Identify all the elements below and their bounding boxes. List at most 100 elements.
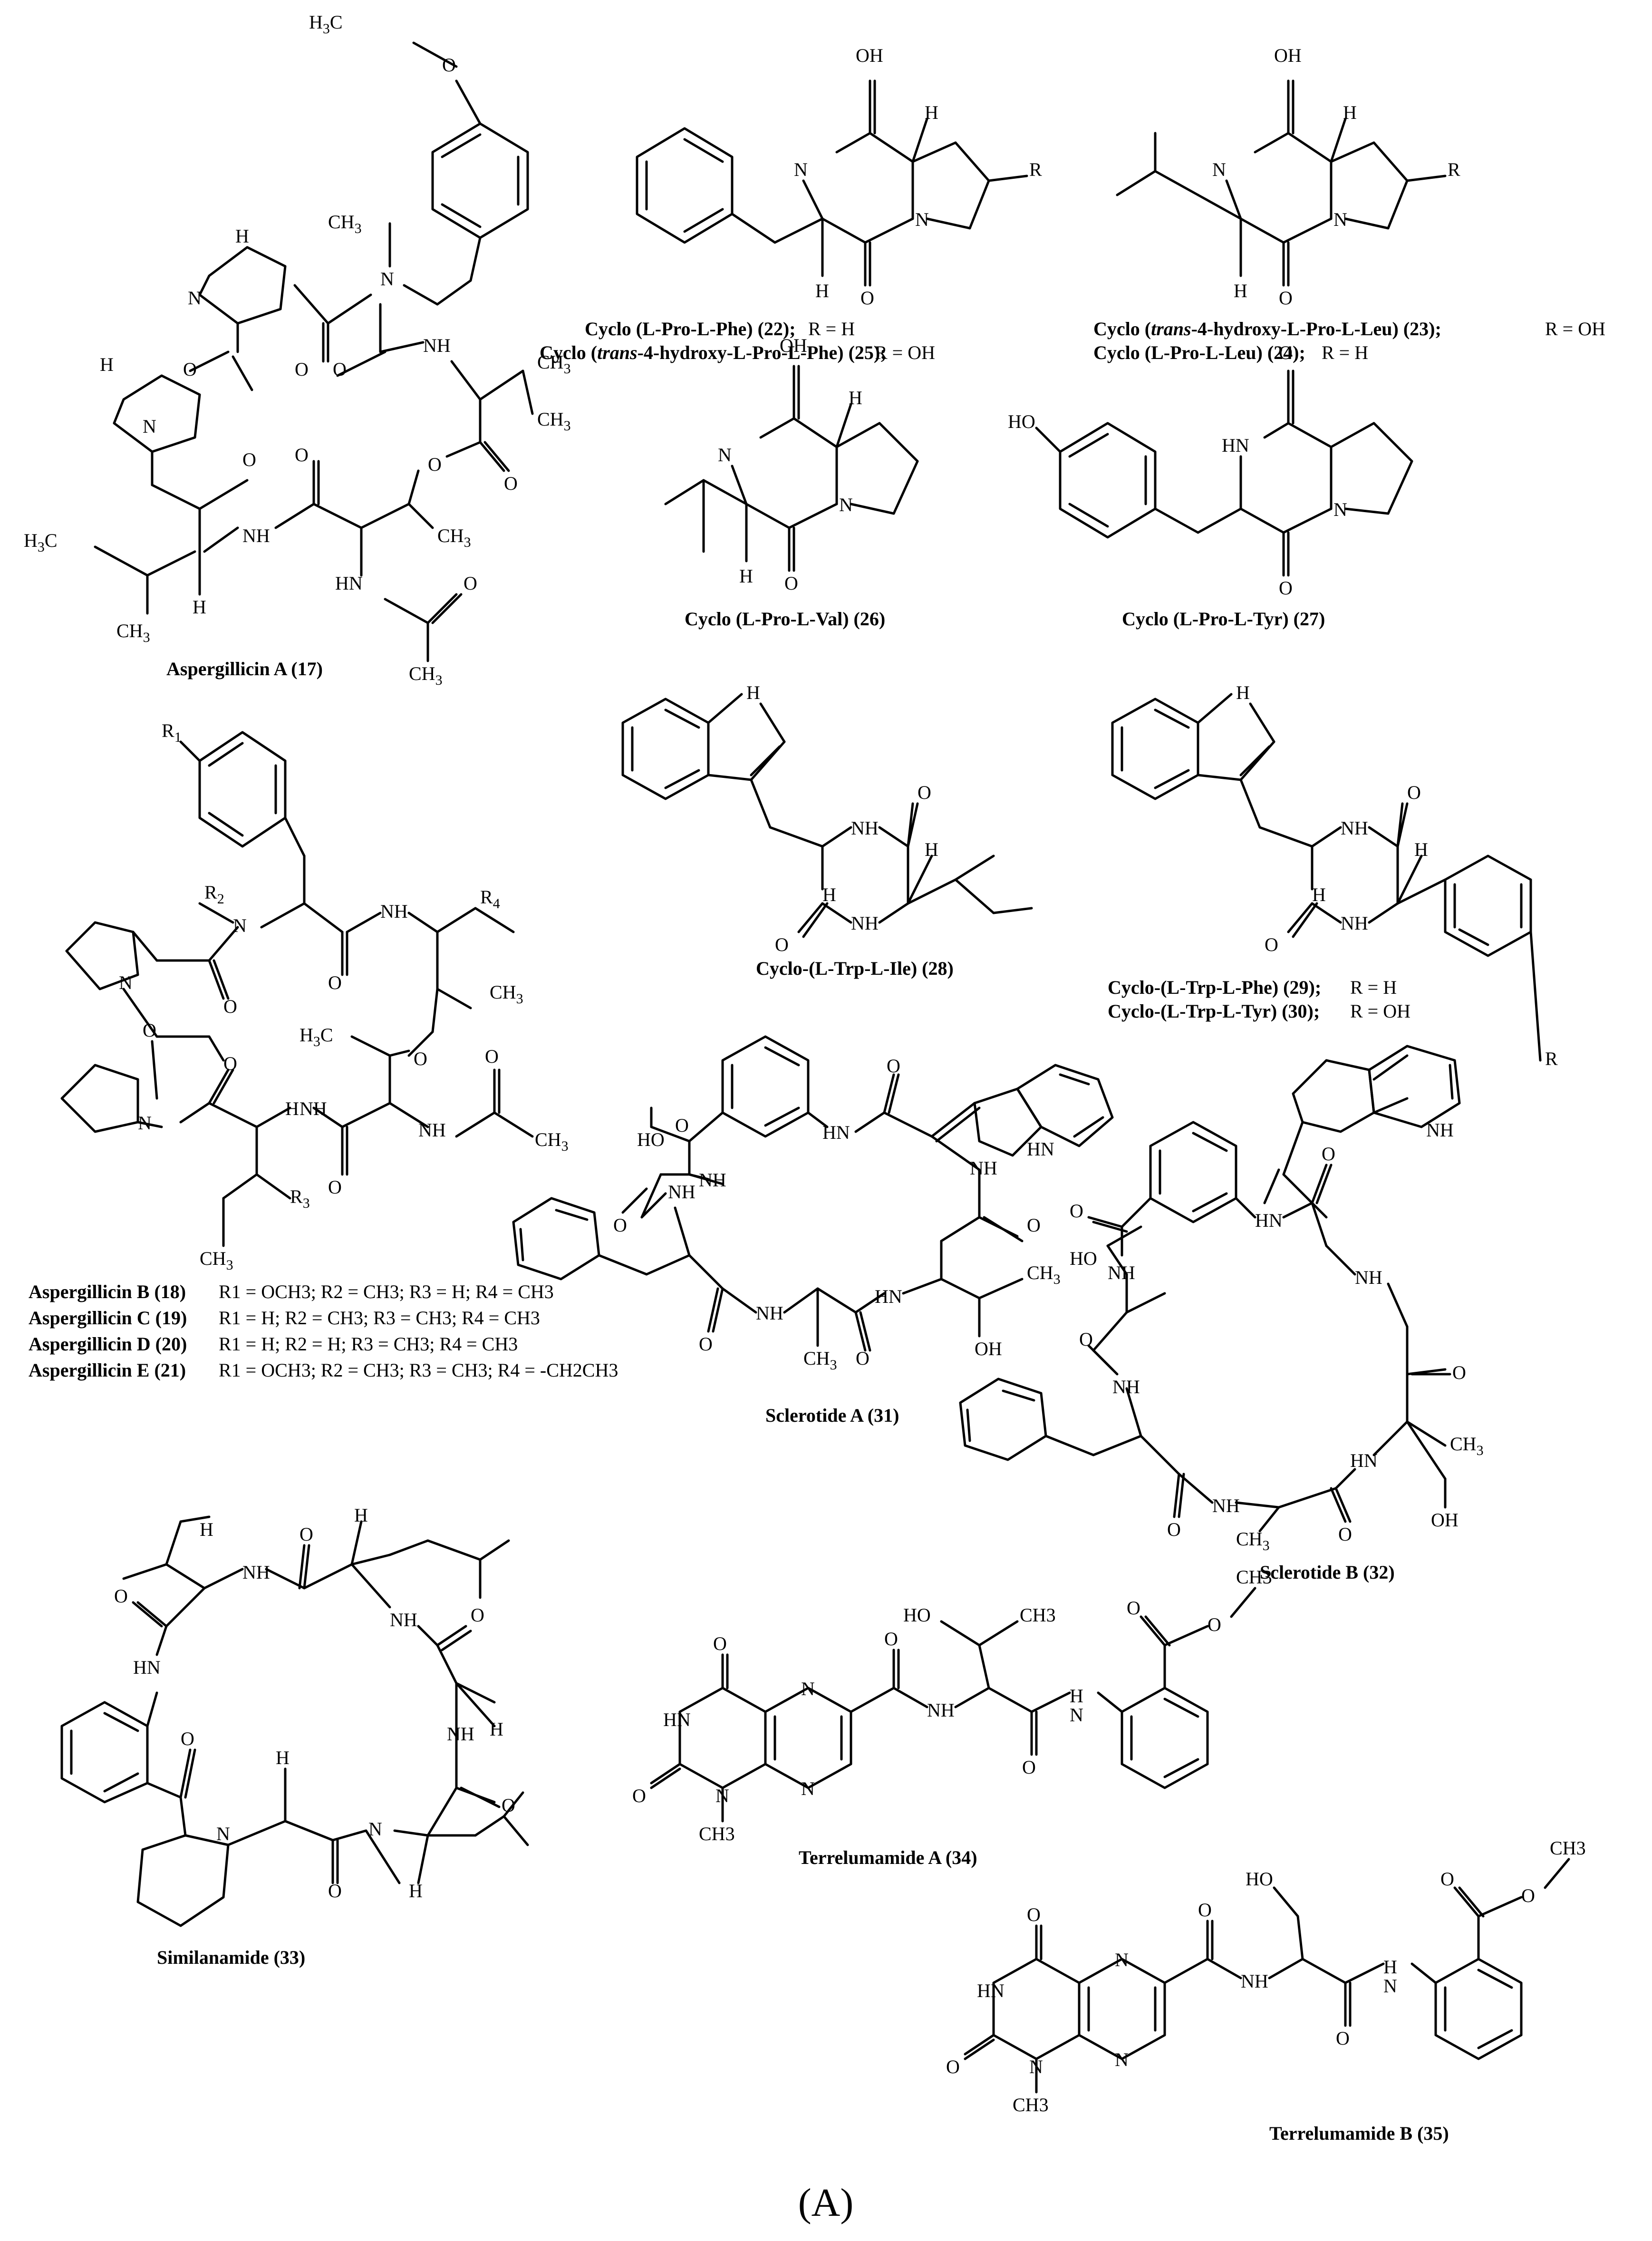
atom-label: O	[1027, 1904, 1041, 1925]
atom-label: NH	[970, 1157, 997, 1179]
atom-label: H	[1234, 280, 1247, 301]
atom-label: O	[414, 1048, 427, 1069]
atom-label: OH	[1274, 45, 1302, 66]
atom-label: NH	[423, 335, 451, 356]
structure-cyclo-pro-leu: OH H N N R H O Cyclo (trans-4-hydroxy-L-…	[1093, 45, 1605, 363]
compound-name: Sclerotide B (32)	[1260, 1562, 1395, 1583]
atom-label: N	[718, 444, 732, 466]
atom-label: CH3	[1027, 1262, 1061, 1287]
atom-label: H	[1070, 1685, 1083, 1707]
atom-label: H	[1312, 884, 1326, 905]
compound-note: R = H	[1350, 977, 1397, 998]
atom-label: O	[1322, 1143, 1335, 1164]
atom-label: O	[632, 1785, 646, 1806]
compound-note: R = OH	[1545, 318, 1605, 340]
atom-label: CH3	[200, 1248, 233, 1273]
atom-label: O	[1338, 1523, 1352, 1545]
atom-label: NH	[1241, 1970, 1268, 1992]
compound-name: Aspergillicin A (17)	[166, 658, 323, 679]
atom-label: O	[333, 359, 347, 380]
atom-label: H	[276, 1747, 290, 1768]
compound-name: Cyclo-(L-Trp-L-Ile) (28)	[756, 958, 954, 979]
compound-note: R1 = OCH3; R2 = CH3; R3 = CH3; R4 = -CH2…	[219, 1359, 618, 1381]
atom-label: N	[143, 416, 156, 437]
atom-label: O	[295, 444, 309, 466]
compound-name: Cyclo (L-Pro-L-Val) (26)	[685, 608, 885, 630]
atom-label: O	[1279, 287, 1293, 309]
atom-label: NH	[242, 525, 270, 546]
atom-label: N	[794, 159, 808, 180]
atom-label: O	[1521, 1885, 1535, 1906]
atom-label: HN	[663, 1709, 691, 1730]
atom-label: O	[1127, 1597, 1140, 1619]
atom-label: O	[1452, 1362, 1466, 1383]
atom-label: CH3	[1020, 1604, 1056, 1626]
atom-label: N	[715, 1785, 729, 1806]
atom-label: H	[235, 225, 249, 247]
compound-name: Aspergillicin B (18)	[29, 1281, 186, 1302]
structure-terrelumamide-a: O HN O N CH3 N N O NH HO CH3 O H N O O C…	[632, 1566, 1272, 1868]
atom-label: O	[502, 1795, 515, 1816]
atom-label: NH	[1426, 1119, 1454, 1141]
compound-note: R = H	[808, 318, 855, 340]
atom-label: NH	[447, 1723, 474, 1745]
atom-label: O	[884, 1628, 898, 1649]
atom-label: HN	[133, 1657, 161, 1678]
atom-label: O	[1279, 577, 1293, 599]
atom-label: O	[328, 972, 342, 993]
atom-label: H	[925, 102, 938, 123]
atom-label: O	[328, 1176, 342, 1198]
atom-label: CH3	[328, 211, 362, 236]
atom-label: HN	[1255, 1210, 1283, 1231]
atom-label: H	[409, 1880, 423, 1901]
atom-label: NH	[851, 912, 879, 934]
compound-name: Aspergillicin D (20)	[29, 1333, 187, 1355]
compound-name: Similanamide (33)	[157, 1947, 305, 1968]
atom-label: H	[200, 1519, 213, 1540]
atom-label: H	[822, 884, 836, 905]
atom-label: NH	[927, 1699, 955, 1721]
atom-label: N	[368, 1818, 382, 1840]
atom-label: N	[1029, 2056, 1043, 2077]
atom-label: CH3	[1236, 1566, 1272, 1588]
atom-label: R	[1029, 159, 1042, 180]
atom-label: HN	[977, 1980, 1005, 2001]
atom-label: CH3	[437, 525, 471, 550]
atom-label: OH	[856, 45, 883, 66]
atom-label: H3C	[24, 530, 58, 555]
compound-note: R1 = H; R2 = CH3; R3 = CH3; R4 = CH3	[219, 1307, 540, 1329]
atom-label: O	[1440, 1868, 1454, 1890]
atom-label: O	[464, 572, 477, 594]
structure-aspergillicin-a: H3C O CH3 N H N O O O H N O O NH O O CH3…	[24, 11, 571, 688]
atom-label: H	[1343, 102, 1357, 123]
atom-label: CH3	[535, 1129, 569, 1154]
atom-label: N	[1333, 499, 1347, 520]
atom-label: CH3	[537, 408, 571, 434]
atom-label: O	[1079, 1329, 1093, 1350]
atom-label: H	[739, 565, 753, 587]
atom-label: HN	[1222, 435, 1249, 456]
compound-name: Aspergillicin C (19)	[29, 1307, 187, 1329]
atom-label: CH3	[1450, 1433, 1484, 1458]
atom-label: OH	[1431, 1509, 1459, 1531]
atom-label: H	[746, 682, 760, 703]
compound-note: R1 = OCH3; R2 = CH3; R3 = H; R4 = CH3	[219, 1281, 554, 1302]
compound-name: Cyclo (L-Pro-L-Leu) (24);	[1093, 342, 1305, 363]
atom-label: HN	[1350, 1450, 1378, 1471]
atom-label: NH	[1108, 1262, 1135, 1283]
atom-label: HO	[637, 1129, 665, 1150]
compound-name: Aspergillicin E (21)	[29, 1359, 186, 1381]
atom-label: O	[675, 1115, 689, 1136]
atom-label: O	[114, 1585, 128, 1607]
atom-label: O	[775, 934, 789, 955]
atom-label: N	[138, 1112, 152, 1134]
atom-label: O	[181, 1728, 194, 1749]
compound-name: Cyclo (L-Pro-L-Phe) (22);	[585, 318, 796, 340]
atom-label: O	[613, 1214, 627, 1236]
atom-label: N	[216, 1823, 230, 1844]
atom-label: HN	[335, 572, 363, 594]
atom-label: HN	[1027, 1138, 1054, 1160]
atom-label: O	[442, 54, 456, 76]
atom-label: O	[1198, 1899, 1212, 1921]
